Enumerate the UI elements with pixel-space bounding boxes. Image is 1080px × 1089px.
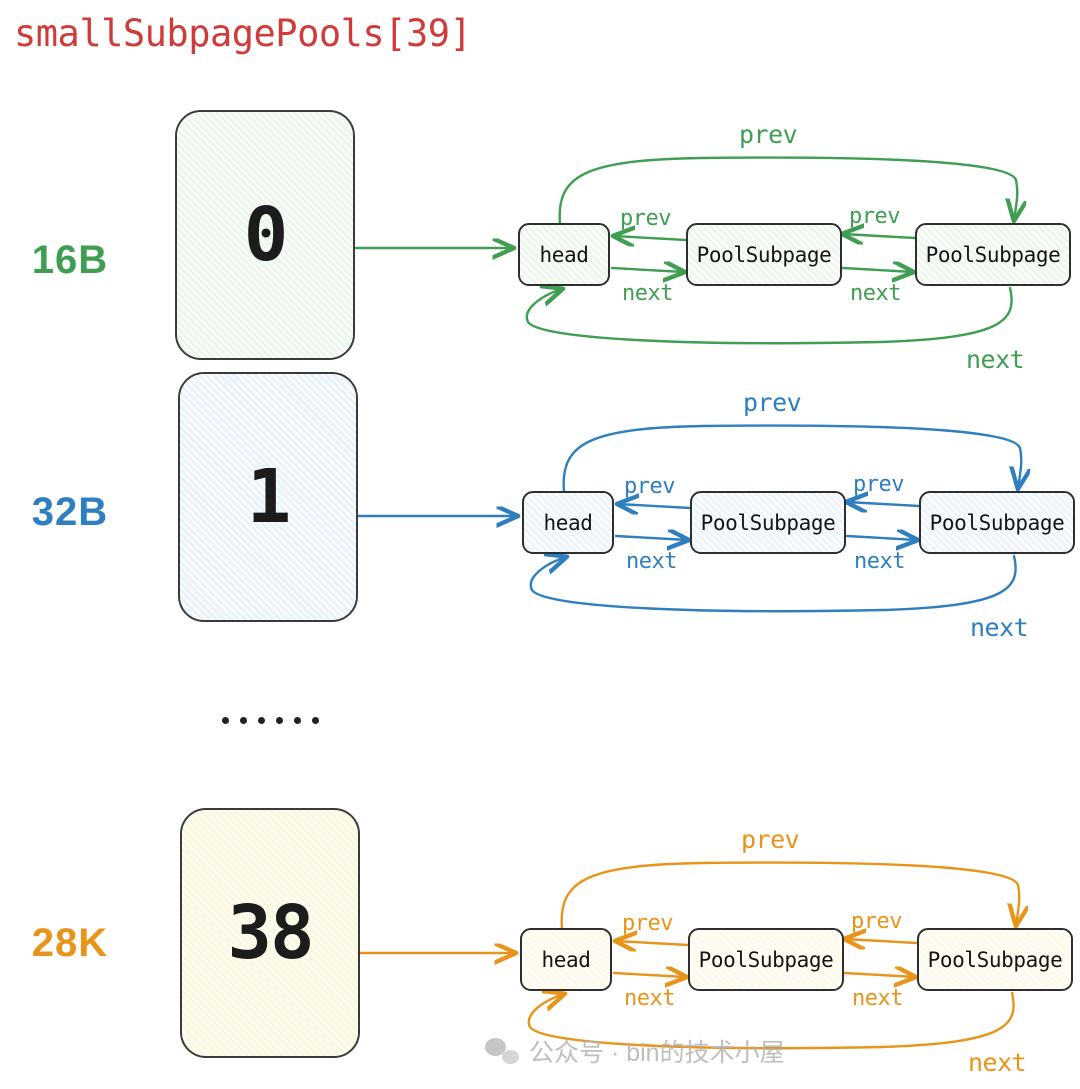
node-label: PoolSubpage (929, 510, 1065, 535)
row-2-label-outer-prev: prev (741, 825, 800, 854)
row-2-arrows (354, 861, 1020, 1050)
node-label: PoolSubpage (700, 510, 836, 535)
row-2-label-prev-2: prev (851, 909, 902, 934)
dot (258, 717, 265, 724)
arrow-prev-2 (847, 502, 921, 506)
arrow-next-1 (612, 973, 686, 977)
row-1-arrows (354, 424, 1022, 613)
arrow-next-2 (841, 268, 913, 272)
arrow-outer-prev (562, 424, 1022, 494)
arrow-outer-prev (558, 156, 1018, 226)
row-2-label-outer-next: next (968, 1048, 1027, 1077)
page-title: smallSubpagePools[39] (14, 12, 472, 55)
watermark: 公众号 · bin的技术小屋 (485, 1033, 785, 1069)
row-0-label-outer-next: next (966, 345, 1025, 374)
row-0-label-outer-prev: prev (739, 120, 798, 149)
row-1-label-next-1: next (626, 549, 677, 574)
arrow-next-2 (843, 973, 915, 977)
row-0-label-next-2: next (850, 281, 901, 306)
arrow-next-2 (845, 536, 917, 540)
row-1-node-subpage-1[interactable]: PoolSubpage (690, 491, 846, 554)
arrow-outer-prev (560, 861, 1020, 931)
row-2-node-subpage-1[interactable]: PoolSubpage (688, 928, 844, 991)
row-0-label-next-1: next (622, 281, 673, 306)
arrow-outer-next (527, 993, 1015, 1050)
node-label: PoolSubpage (696, 242, 832, 267)
arrow-next-1 (610, 268, 684, 272)
pool-index-value: 1 (246, 454, 292, 540)
dot (276, 717, 283, 724)
pool-index-card-38[interactable]: 38 (180, 808, 360, 1058)
wechat-icon (485, 1038, 519, 1064)
arrow-prev-1 (614, 236, 688, 240)
ellipsis-dots (222, 717, 319, 724)
node-label: head (541, 947, 591, 972)
arrow-prev-1 (618, 504, 692, 508)
dot (240, 717, 247, 724)
row-1-label-prev-1: prev (624, 474, 675, 499)
watermark-text: 公众号 · bin的技术小屋 (529, 1039, 785, 1067)
arrow-outer-next (529, 556, 1017, 613)
row-1-label-next-2: next (854, 549, 905, 574)
row-0-label-prev-1: prev (620, 206, 671, 231)
pool-index-card-0[interactable]: 0 (175, 110, 355, 360)
arrow-prev-1 (616, 941, 690, 945)
arrow-prev-2 (843, 234, 917, 238)
size-label-32b: 32B (31, 490, 109, 534)
arrow-next-1 (614, 536, 688, 540)
row-0-label-prev-2: prev (849, 204, 900, 229)
pool-index-value: 38 (227, 890, 314, 976)
pool-index-value: 0 (243, 192, 289, 278)
node-label: PoolSubpage (698, 947, 834, 972)
arrow-prev-2 (845, 939, 919, 943)
row-2-label-next-1: next (624, 986, 675, 1011)
row-0-node-subpage-1[interactable]: PoolSubpage (686, 223, 842, 286)
node-label: PoolSubpage (925, 242, 1061, 267)
row-1-node-head[interactable]: head (522, 491, 614, 554)
row-0-node-head[interactable]: head (518, 223, 610, 286)
pool-index-card-1[interactable]: 1 (178, 372, 358, 622)
row-1-label-prev-2: prev (853, 472, 904, 497)
arrow-outer-next (525, 288, 1013, 345)
dot (312, 717, 319, 724)
dot (294, 717, 301, 724)
row-1-node-subpage-2[interactable]: PoolSubpage (919, 491, 1075, 554)
row-2-label-next-2: next (852, 986, 903, 1011)
row-1-label-outer-prev: prev (743, 388, 802, 417)
size-label-16b: 16B (31, 238, 109, 282)
row-2-label-prev-1: prev (622, 911, 673, 936)
row-0-arrows (354, 156, 1018, 345)
row-2-node-subpage-2[interactable]: PoolSubpage (917, 928, 1073, 991)
row-1-label-outer-next: next (970, 613, 1029, 642)
row-2-node-head[interactable]: head (520, 928, 612, 991)
size-label-28k: 28K (31, 921, 109, 965)
dot (222, 717, 229, 724)
row-0-node-subpage-2[interactable]: PoolSubpage (915, 223, 1071, 286)
node-label: PoolSubpage (927, 947, 1063, 972)
node-label: head (543, 510, 593, 535)
node-label: head (539, 242, 589, 267)
